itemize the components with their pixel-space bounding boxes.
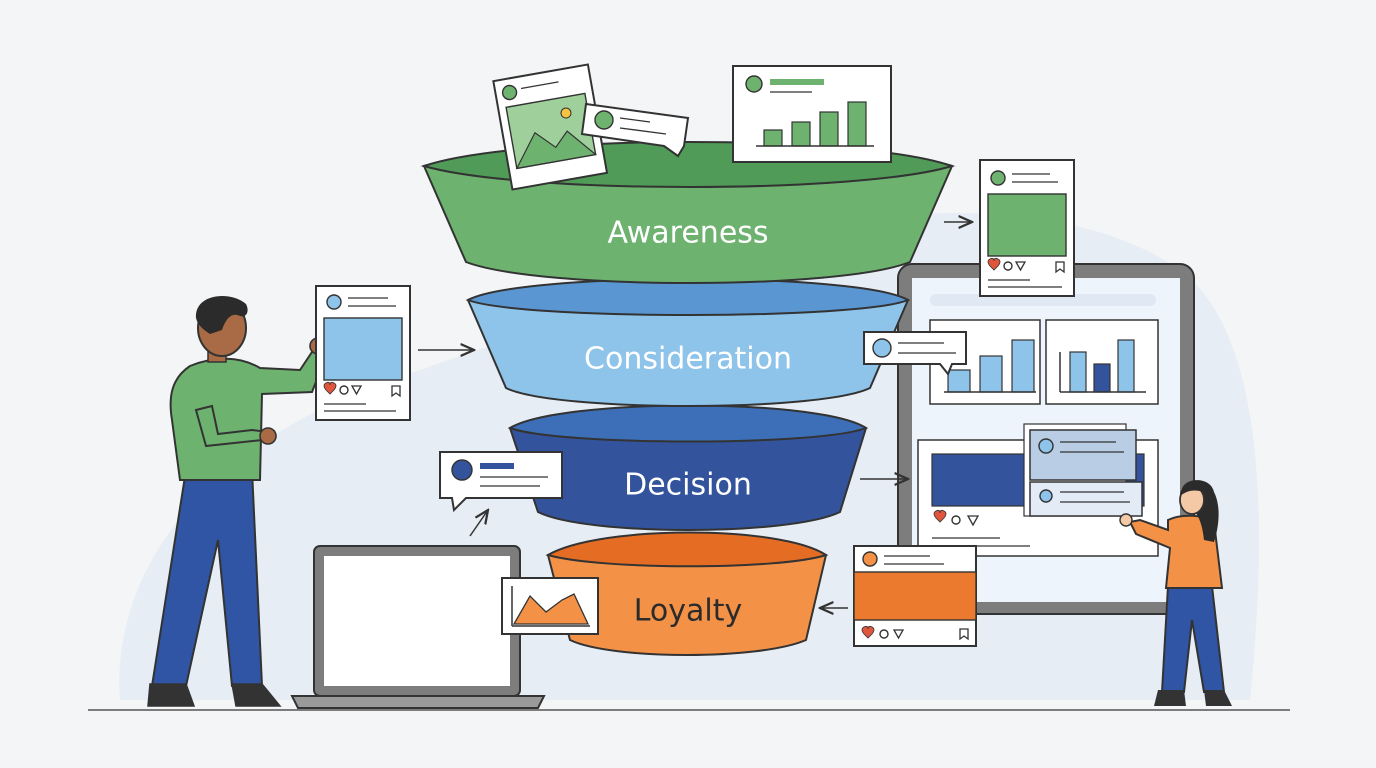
person-man [147, 295, 328, 707]
chat-bubble-card [439, 451, 563, 513]
laptop [290, 545, 546, 709]
social-post-card [979, 159, 1075, 297]
bar-chart-icon [1045, 319, 1159, 405]
comment-icon [1003, 261, 1013, 271]
stage-label-awareness: Awareness [607, 216, 768, 251]
stage-label-consideration: Consideration [584, 342, 792, 377]
bar-chart-card [732, 65, 892, 163]
avatar-icon [501, 84, 518, 101]
avatar-icon [326, 294, 342, 310]
bookmark-icon [391, 385, 401, 398]
stage-label-loyalty: Loyalty [634, 594, 743, 629]
line-chart-icon [511, 586, 590, 627]
share-icon [892, 629, 905, 640]
share-icon [1014, 261, 1027, 272]
share-icon [350, 385, 363, 396]
heart-icon [933, 509, 947, 523]
avatar-icon [990, 170, 1006, 186]
image-post-card [492, 63, 609, 191]
image-icon [505, 92, 598, 170]
comment-icon [951, 515, 961, 525]
comment-icon [879, 629, 889, 639]
funnel-stage-decision: Decision [507, 404, 869, 531]
comment-icon [339, 385, 349, 395]
avatar-icon [745, 75, 763, 93]
stage-label-decision: Decision [624, 468, 752, 503]
avatar-icon [451, 459, 473, 481]
line-chart-card [501, 577, 599, 635]
bar-chart-icon [756, 101, 874, 147]
heart-icon [987, 257, 1001, 271]
avatar-icon [594, 110, 614, 130]
person-woman [1119, 480, 1232, 706]
flow-arrows [418, 222, 972, 608]
funnel-stage-consideration: Consideration [465, 278, 911, 407]
message-card-stack [1023, 423, 1143, 517]
bookmark-icon [959, 628, 969, 641]
avatar-icon [1039, 489, 1053, 503]
chat-bubble-card [580, 102, 690, 158]
share-icon [966, 515, 980, 527]
tablet-post-card [315, 285, 411, 421]
avatar-icon [872, 338, 892, 358]
heart-icon [323, 381, 337, 395]
funnel-stage-awareness: Awareness [420, 141, 956, 284]
heart-icon [861, 625, 875, 639]
bookmark-icon [1055, 261, 1065, 274]
avatar-icon [1038, 438, 1054, 454]
chat-bubble-card [863, 331, 967, 376]
funnel-stage-loyalty: Loyalty [545, 531, 829, 656]
social-post-card [853, 545, 977, 647]
avatar-icon [862, 551, 878, 567]
